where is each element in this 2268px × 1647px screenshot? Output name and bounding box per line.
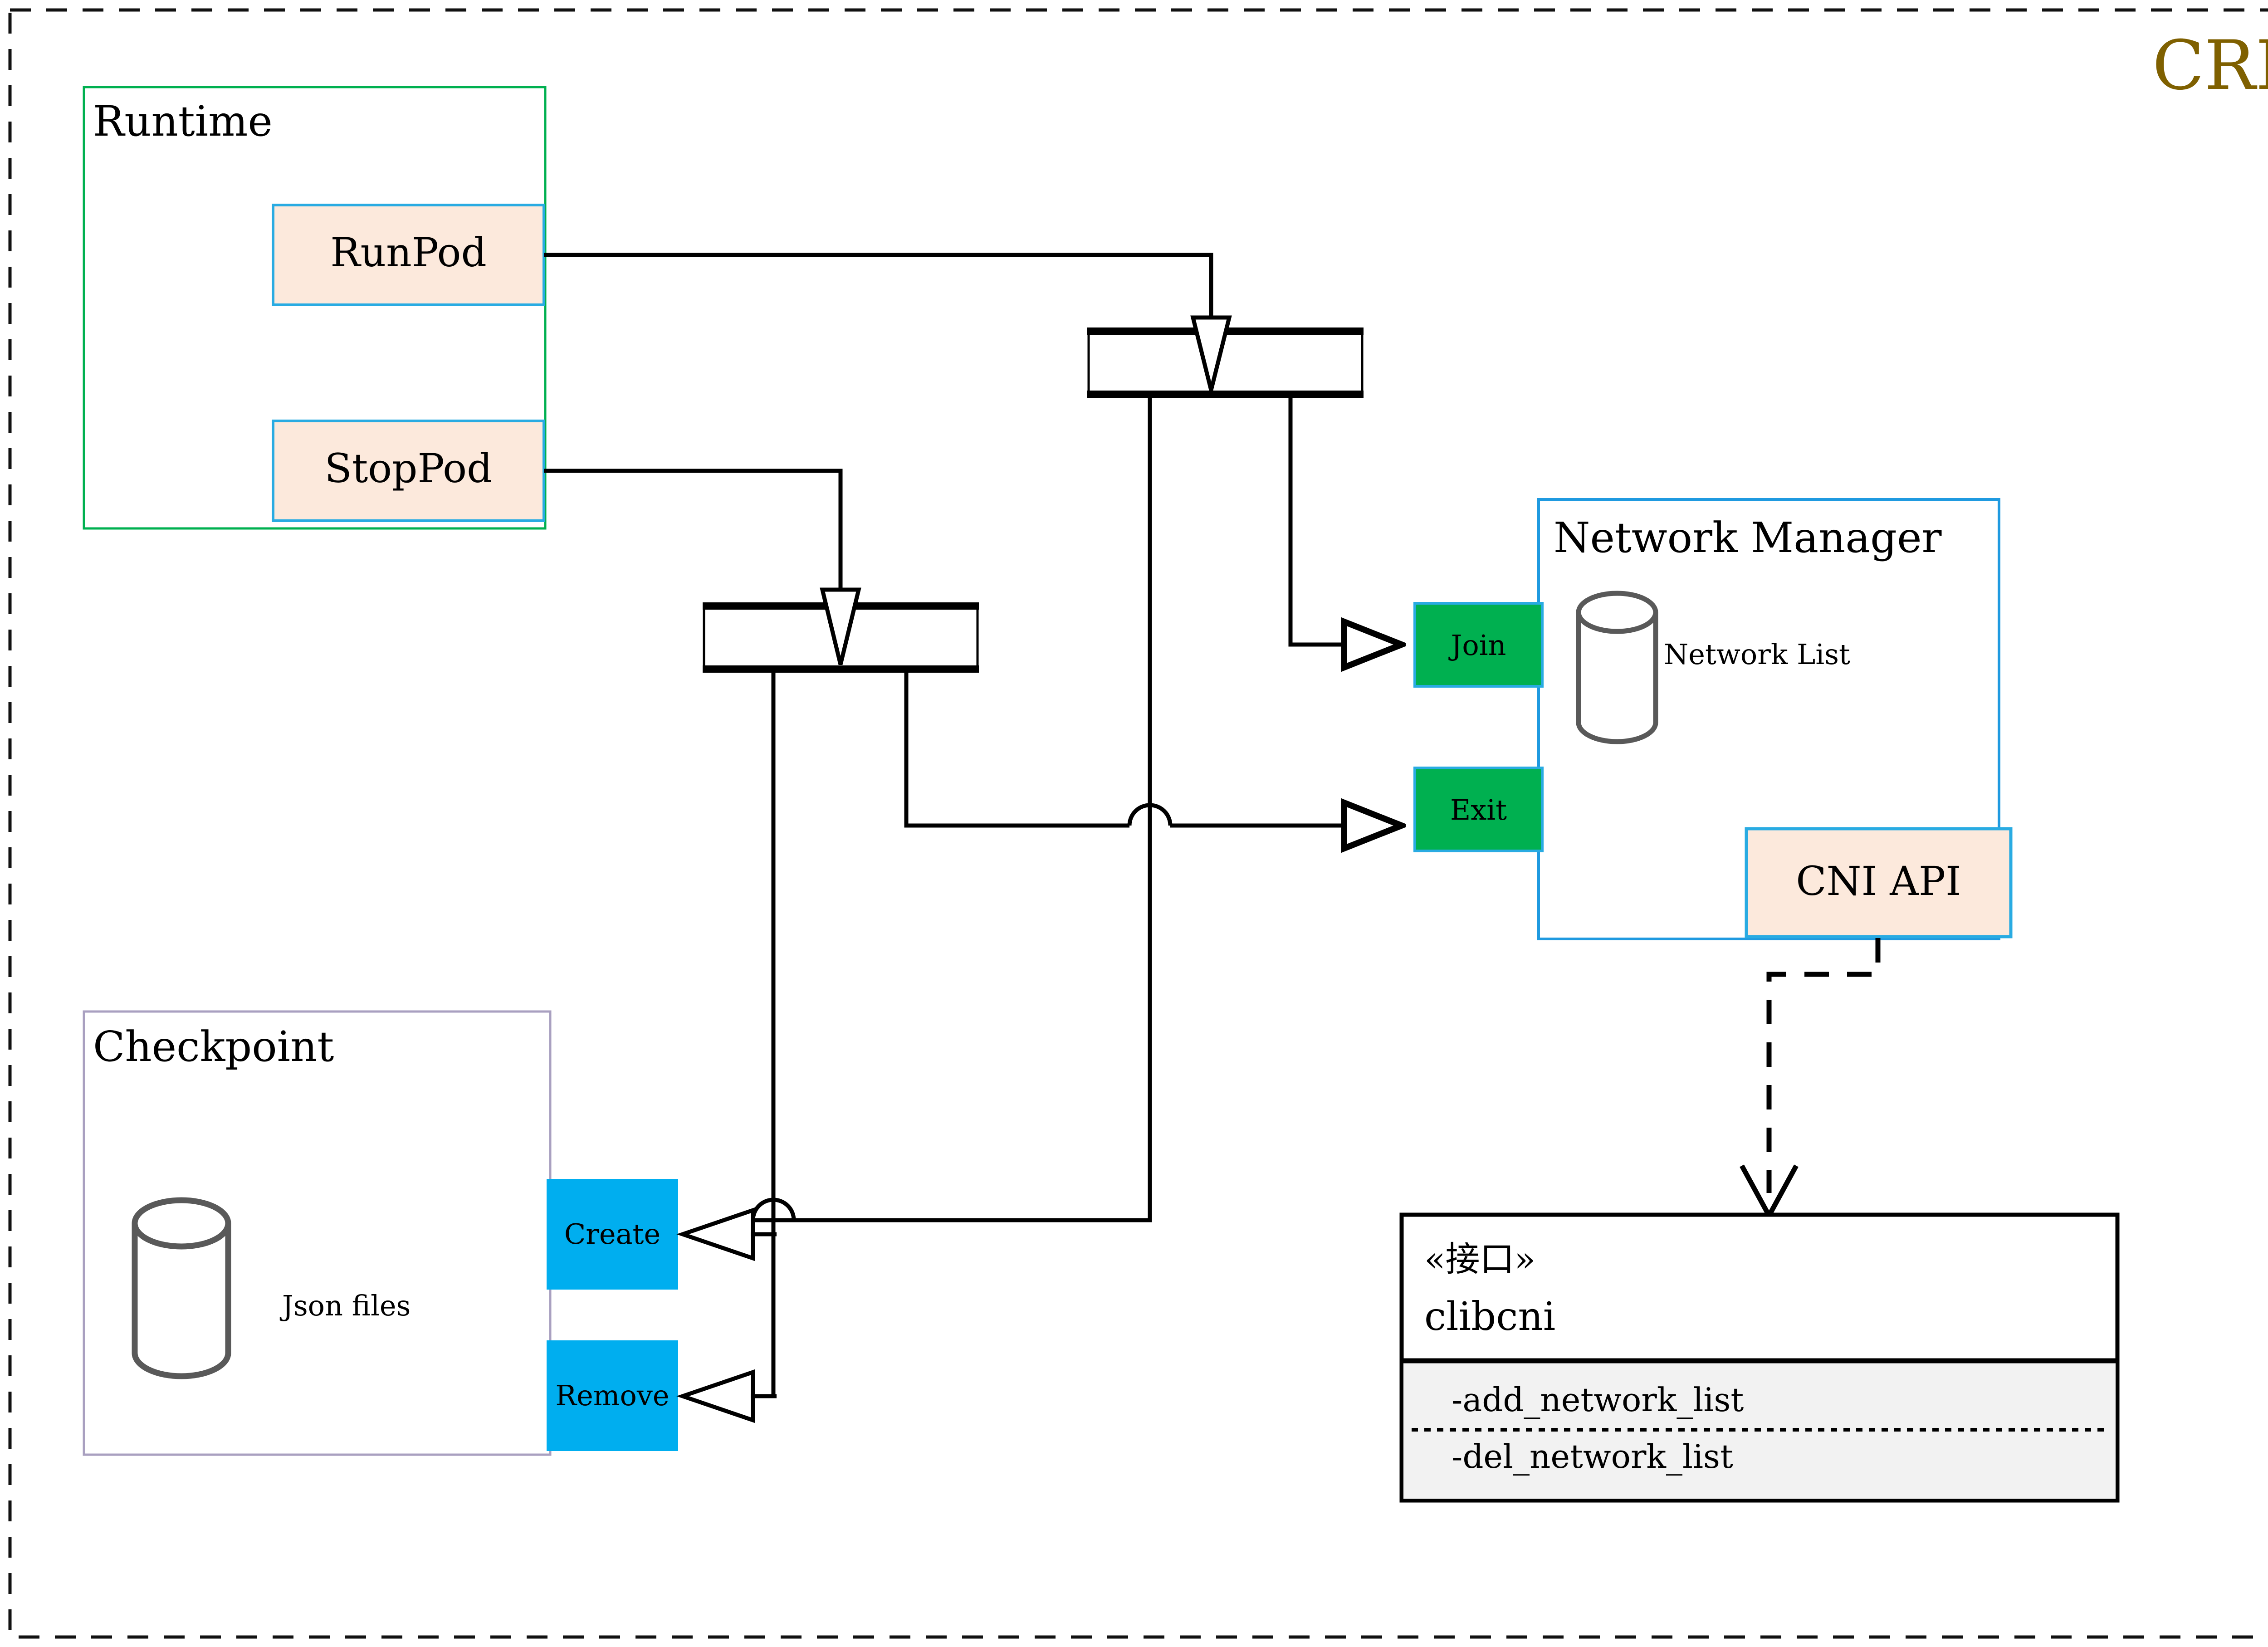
action-exit-box: [1413, 767, 1544, 852]
datastore-json-files-label: Json files: [282, 1289, 411, 1322]
datastore-network-list-cylinder: [1576, 591, 1658, 744]
edge-runpod-to-fork: [544, 253, 1213, 318]
interface-method-add: -add_network_list: [1452, 1381, 1744, 1419]
action-create-box: [547, 1179, 678, 1290]
package-runtime-label: Runtime: [93, 97, 273, 146]
interface-name: clibcni: [1424, 1294, 1556, 1339]
edge-fork1-to-join: [1288, 397, 1402, 645]
edge-cni-api-to-clibcni: [1766, 938, 1881, 1193]
op-runpod-box: [272, 204, 545, 306]
op-cni-api-box: [1745, 827, 2013, 938]
arrowhead-runpod-fork: [1190, 315, 1232, 391]
interface-stereotype: «接口»: [1424, 1239, 1535, 1279]
edge-fork1-to-create: [753, 397, 1152, 1222]
op-cni-api-label[interactable]: CNI API: [1796, 858, 1961, 904]
action-create-label[interactable]: Create: [564, 1217, 661, 1251]
package-checkpoint-label: Checkpoint: [93, 1022, 334, 1071]
action-join-box: [1413, 602, 1544, 688]
diagram-title: CRI: [2152, 26, 2268, 105]
action-join-label[interactable]: Join: [1451, 629, 1506, 662]
edge-stoppod-to-fork: [544, 469, 843, 590]
edge-fork2-to-remove: [708, 672, 776, 1398]
op-runpod-label[interactable]: RunPod: [330, 229, 487, 276]
datastore-json-files-cylinder: [132, 1197, 231, 1379]
edge-fork2-to-exit: [904, 672, 1402, 828]
line-hop-fork1-exit: [1127, 803, 1173, 826]
outer-frame: [8, 8, 2268, 1639]
op-stoppod-box: [272, 420, 545, 522]
action-remove-label[interactable]: Remove: [555, 1379, 670, 1412]
arrowhead-stoppod-fork: [820, 587, 861, 665]
arrowhead-create: [676, 1207, 755, 1261]
action-exit-label[interactable]: Exit: [1450, 793, 1507, 826]
action-remove-box: [547, 1340, 678, 1451]
interface-method-del: -del_network_list: [1452, 1437, 1733, 1476]
package-network-manager-label: Network Manager: [1554, 513, 1942, 562]
arrowhead-remove: [676, 1369, 755, 1423]
op-stoppod-label[interactable]: StopPod: [324, 445, 493, 492]
datastore-network-list-label: Network List: [1664, 638, 1850, 671]
